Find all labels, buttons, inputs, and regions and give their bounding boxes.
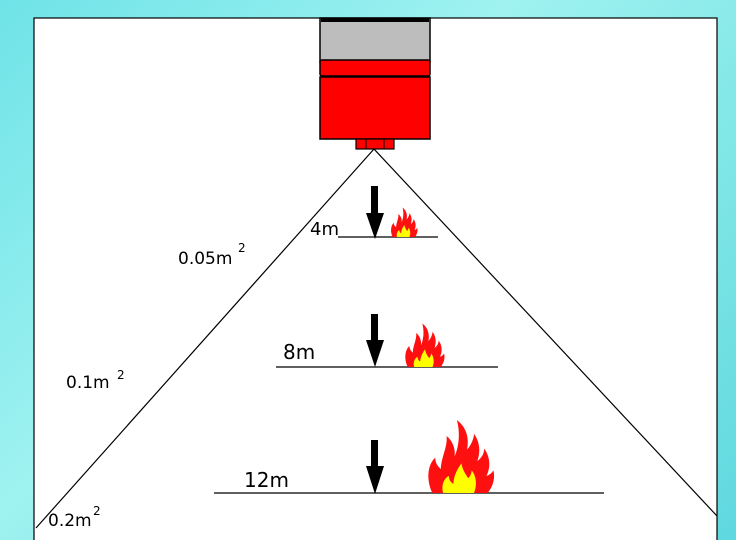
area-value: 0.2m [48, 511, 92, 531]
cone-right-edge [373, 148, 718, 517]
area-label-0-2: 0.2m 2 [48, 504, 101, 531]
distance-8m: 8m [276, 314, 498, 368]
distance-label: 4m [310, 219, 339, 240]
fire-icon [428, 420, 495, 493]
distance-12m: 12m [214, 420, 604, 494]
fire-icon [391, 207, 418, 237]
down-arrow-icon [366, 186, 384, 239]
distance-label: 8m [283, 340, 315, 364]
area-label-0-05: 0.05m 2 [178, 241, 246, 269]
area-exponent: 2 [238, 241, 246, 255]
area-value: 0.05m [178, 249, 232, 269]
cone-left-edge [35, 148, 375, 529]
area-exponent: 2 [93, 504, 101, 518]
area-exponent: 2 [117, 368, 125, 382]
down-arrow-icon [366, 440, 384, 494]
area-value: 0.1m [66, 373, 110, 393]
down-arrow-icon [366, 314, 384, 367]
distance-4m: 4m [310, 186, 438, 240]
distance-label: 12m [244, 468, 289, 492]
flame-detector-icon [319, 17, 431, 150]
fire-icon [405, 323, 445, 367]
area-label-0-1: 0.1m 2 [66, 368, 125, 393]
